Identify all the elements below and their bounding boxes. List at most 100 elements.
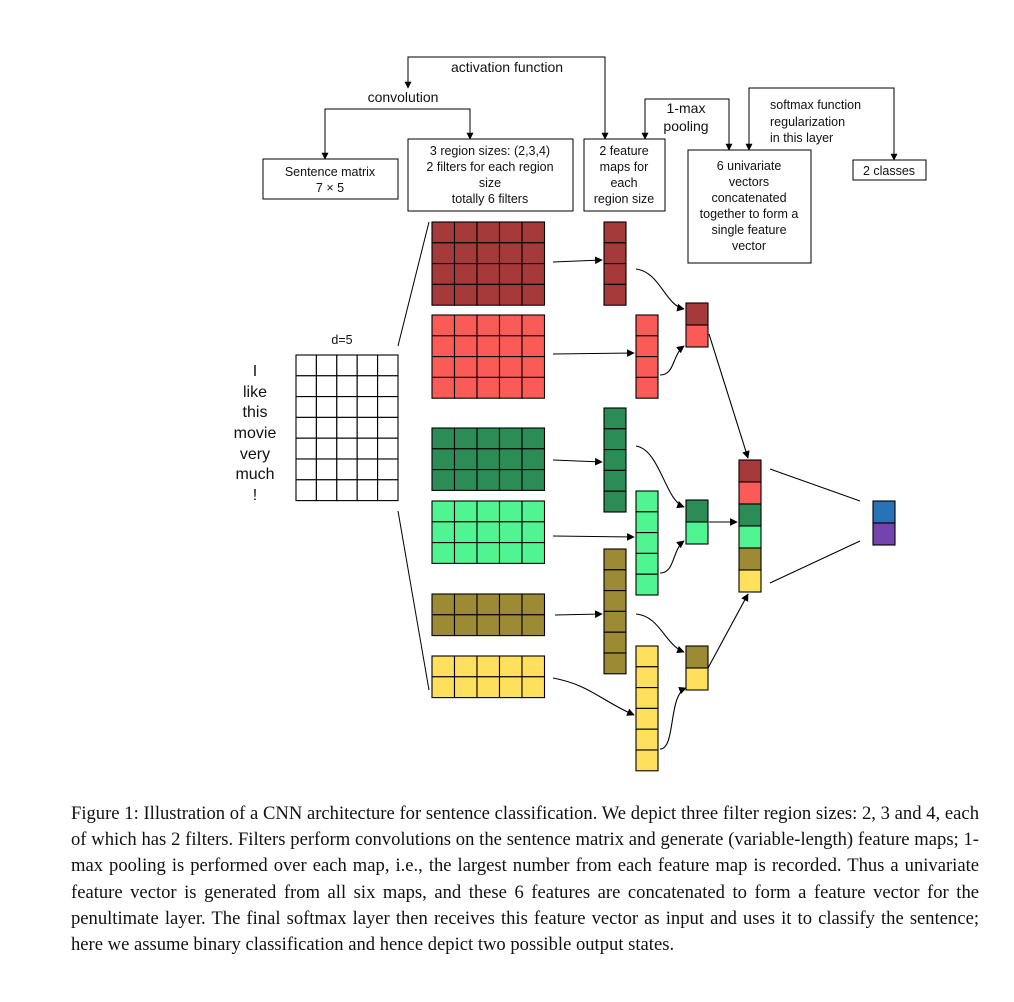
cell (377, 437, 399, 460)
cell (453, 335, 478, 358)
univariate-vectors-box: 6 univariate vectors concatenated togeth… (687, 149, 812, 264)
cell (521, 427, 546, 450)
convolution-label: convolution (368, 89, 439, 105)
cell (336, 396, 358, 418)
cell (356, 437, 379, 460)
feature-maps (603, 221, 659, 772)
cell (315, 437, 338, 460)
activation-function-label: activation function (451, 59, 563, 75)
cnn-diagram: Sentence matrix 7 × 5 3 region sizes: (2… (234, 56, 927, 772)
filter-2 (431, 314, 546, 399)
cell (498, 356, 523, 378)
cell (521, 448, 546, 471)
cell (336, 375, 358, 398)
pooled-cell (685, 667, 709, 691)
box-line: totally 6 filters (452, 192, 528, 206)
cell (315, 375, 338, 398)
concat-cell-6 (738, 569, 762, 593)
cell (377, 479, 399, 502)
cell (431, 593, 456, 616)
arrow-map-to-pooled-2 (659, 345, 685, 376)
fully-connected-line-bottom (769, 540, 861, 584)
cell (521, 242, 546, 265)
cell (635, 749, 659, 772)
cell (377, 458, 399, 481)
cell (603, 407, 627, 430)
cell (498, 448, 523, 471)
cell (603, 242, 627, 265)
box-line: 2 filters for each region (426, 160, 553, 174)
cell (603, 469, 627, 492)
arrow-filter-to-map-2 (552, 349, 635, 357)
cell (521, 676, 546, 699)
cell (453, 356, 478, 378)
cell (453, 500, 478, 523)
pooling-connector (641, 98, 733, 151)
cell (603, 590, 627, 612)
cell (635, 645, 659, 668)
feature-map-6 (635, 645, 659, 772)
cell (635, 511, 659, 534)
cell (356, 354, 379, 377)
cell (453, 614, 478, 637)
cell (635, 687, 659, 709)
cell (603, 652, 627, 675)
cell (521, 593, 546, 616)
cell (498, 221, 523, 244)
cell (521, 283, 546, 306)
box-line: single feature (711, 223, 786, 237)
cell (295, 396, 317, 418)
cell (315, 416, 338, 439)
cell (521, 221, 546, 244)
activation-connector (404, 56, 609, 140)
cell (356, 479, 379, 502)
concat-cell-1 (738, 459, 762, 483)
cell (498, 376, 523, 399)
cell (635, 356, 659, 378)
cell (635, 335, 659, 358)
pooled-pair-3 (685, 645, 709, 691)
cell (431, 676, 456, 699)
cell (315, 479, 338, 502)
cell (453, 542, 478, 564)
feature-maps-box: 2 feature maps for each region size (583, 138, 666, 212)
cell (476, 283, 501, 306)
output-class-1 (872, 500, 896, 524)
cell (603, 569, 627, 592)
cell (356, 396, 379, 418)
pooled-cell (685, 324, 709, 348)
cell (476, 521, 501, 544)
cell (295, 479, 317, 502)
feature-map-2 (635, 314, 659, 399)
figure-caption: Figure 1: Illustration of a CNN architec… (71, 803, 979, 956)
cell (521, 500, 546, 523)
word: very (240, 446, 270, 463)
filter-6 (431, 655, 546, 699)
cell (635, 314, 659, 337)
box-line: maps for (600, 160, 649, 174)
cell (635, 707, 659, 730)
cell (476, 614, 501, 637)
cell (431, 221, 456, 244)
box-line: region size (594, 192, 654, 206)
filters (431, 221, 546, 699)
box-line: Sentence matrix (285, 165, 376, 179)
softmax-label-line: in this layer (770, 131, 833, 145)
cell (635, 490, 659, 513)
cell (453, 376, 478, 399)
pooling-label-line: pooling (663, 118, 708, 134)
arrow-map-to-pooled-6 (659, 686, 687, 750)
cell (476, 500, 501, 523)
cell (336, 437, 358, 460)
cell (336, 458, 358, 481)
cell (635, 532, 659, 554)
cell (315, 354, 338, 377)
cell (498, 500, 523, 523)
cell (521, 614, 546, 637)
filter-1 (431, 221, 546, 306)
cell (498, 655, 523, 678)
box-line: 6 univariate (717, 159, 782, 173)
cell (603, 610, 627, 633)
cell (476, 542, 501, 564)
cell (476, 314, 501, 337)
